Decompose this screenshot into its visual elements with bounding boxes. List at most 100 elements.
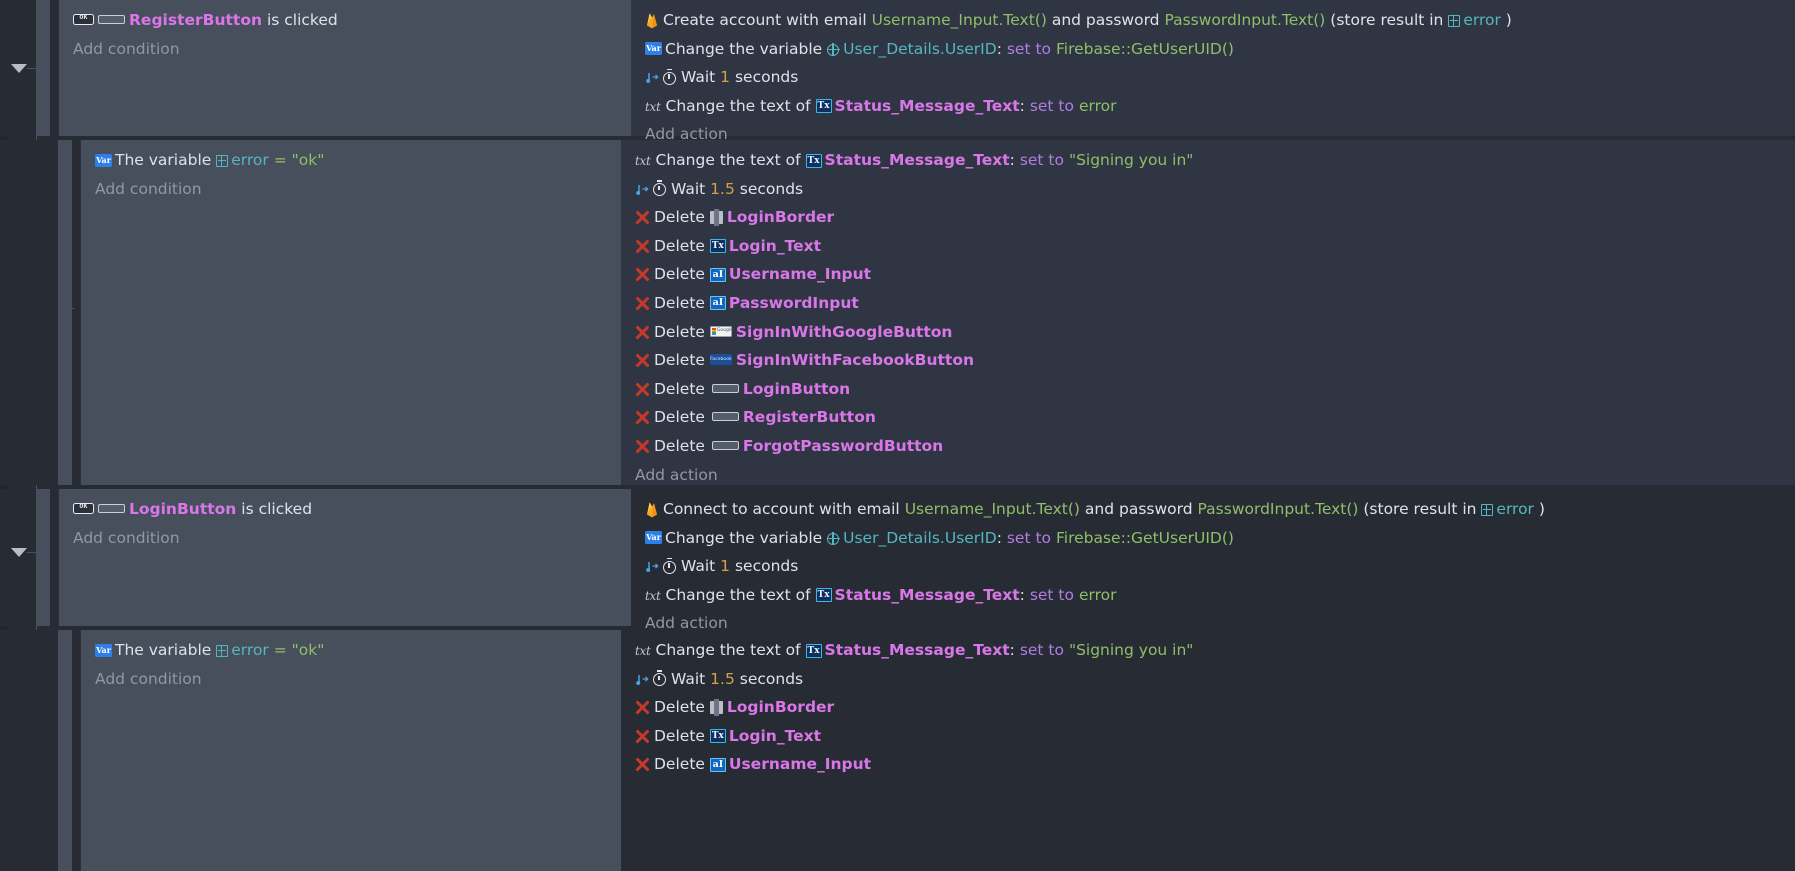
add-action-link[interactable]: Add action bbox=[645, 614, 728, 633]
action-text-part: (store result in bbox=[1363, 500, 1477, 518]
collapse-arrow-icon[interactable] bbox=[11, 64, 27, 73]
delete-icon bbox=[635, 757, 650, 772]
action-row[interactable]: Create account with email Username_Input… bbox=[645, 6, 1795, 35]
action-row[interactable]: Delete LoginBorder bbox=[635, 203, 1795, 232]
variable-icon bbox=[95, 643, 112, 657]
ok-icon bbox=[73, 501, 94, 514]
action-text-part: error bbox=[231, 151, 269, 169]
handle-gap bbox=[72, 630, 80, 871]
action-row[interactable]: Delete Login_Text bbox=[635, 232, 1795, 261]
action-text-part: Status_Message_Text bbox=[824, 151, 1010, 169]
condition-row[interactable]: RegisterButton is clicked bbox=[73, 6, 631, 35]
action-text-part: set to bbox=[1019, 151, 1064, 169]
condition-row[interactable]: The variable error = "ok" bbox=[95, 146, 621, 175]
action-text-part: Change the text of bbox=[655, 151, 801, 169]
subcondition-column: The variable error = "ok" Add condition bbox=[80, 140, 621, 485]
text-action-icon: txt bbox=[645, 99, 661, 114]
action-text-part: Delete bbox=[654, 351, 705, 370]
action-row[interactable]: Change the variable User_Details.UserID:… bbox=[645, 35, 1795, 64]
condition-row[interactable]: The variable error = "ok" bbox=[95, 636, 621, 665]
subevent-indent bbox=[36, 140, 58, 485]
local-variable-icon bbox=[1448, 15, 1461, 27]
action-text-part: Delete bbox=[654, 208, 705, 227]
action-row[interactable]: Delete PasswordInput bbox=[635, 289, 1795, 318]
text-object-icon bbox=[709, 729, 726, 744]
delete-icon bbox=[635, 729, 650, 744]
action-row[interactable]: Wait 1.5 seconds bbox=[635, 175, 1795, 204]
action-text-part: The variable bbox=[115, 151, 212, 169]
variable-icon bbox=[645, 42, 662, 56]
action-row[interactable]: Change the variable User_Details.UserID:… bbox=[645, 524, 1795, 553]
subevent-drag-handle[interactable] bbox=[58, 630, 72, 871]
action-text-part: "Signing you in" bbox=[1068, 151, 1194, 169]
action-row[interactable]: Delete RegisterButton bbox=[635, 403, 1795, 432]
action-text-part: (store result in bbox=[1330, 11, 1444, 29]
subevent-indent bbox=[36, 630, 58, 871]
action-text-part: Delete bbox=[654, 379, 705, 398]
action-row[interactable]: Delete Login_Text bbox=[635, 722, 1795, 751]
action-text-part: set to bbox=[1006, 528, 1052, 547]
text-action-icon: txt bbox=[635, 154, 651, 168]
action-text-part: set to bbox=[1019, 641, 1064, 659]
action-text-part: 1 bbox=[720, 557, 731, 576]
subevent-gutter-cell bbox=[0, 630, 36, 871]
handle-gap bbox=[72, 140, 80, 485]
variable-icon bbox=[645, 531, 662, 545]
action-text-part: LoginBorder bbox=[726, 208, 835, 227]
add-action-link[interactable]: Add action bbox=[645, 125, 728, 144]
action-row[interactable]: txt Change the text of Status_Message_Tex… bbox=[635, 146, 1795, 175]
action-row[interactable]: Delete SignInWithGoogleButton bbox=[635, 318, 1795, 347]
action-text-part: 1.5 bbox=[710, 669, 735, 688]
action-text-part: set to bbox=[1029, 96, 1074, 115]
subevent-drag-handle[interactable] bbox=[58, 140, 72, 485]
event-drag-handle[interactable] bbox=[36, 0, 50, 136]
delete-icon bbox=[635, 239, 650, 254]
action-row[interactable]: Delete Username_Input bbox=[635, 260, 1795, 289]
action-row[interactable]: Delete LoginButton bbox=[635, 375, 1795, 404]
add-condition-link[interactable]: Add condition bbox=[73, 39, 180, 58]
firebase-icon bbox=[645, 501, 659, 518]
action-text-part: Status_Message_Text bbox=[824, 641, 1010, 659]
action-text-part: = bbox=[273, 151, 287, 169]
condition-row[interactable]: LoginButton is clicked bbox=[73, 495, 631, 524]
action-row[interactable]: Delete ForgotPasswordButton bbox=[635, 432, 1795, 461]
handle-gap bbox=[50, 489, 58, 626]
text-object-icon bbox=[815, 99, 832, 114]
action-text-part: "ok" bbox=[291, 151, 325, 169]
action-text-part: set to bbox=[1029, 585, 1074, 604]
button-object-icon bbox=[98, 504, 125, 513]
action-text-part: Username_Input.Text() bbox=[871, 11, 1047, 29]
action-row[interactable]: Delete SignInWithFacebookButton bbox=[635, 346, 1795, 375]
subevent-register-ok: The variable error = "ok" Add condition tx… bbox=[0, 140, 1795, 485]
collapse-arrow-icon[interactable] bbox=[11, 548, 27, 557]
add-condition-link[interactable]: Add condition bbox=[73, 528, 180, 547]
action-row[interactable]: Wait 1 seconds bbox=[645, 552, 1795, 581]
action-text-part: Delete bbox=[654, 293, 705, 312]
action-text-part: Change the variable bbox=[665, 39, 823, 58]
add-condition-link[interactable]: Add condition bbox=[95, 669, 202, 688]
action-row[interactable]: Delete LoginBorder bbox=[635, 693, 1795, 722]
delete-icon bbox=[635, 700, 650, 715]
text-action-icon: txt bbox=[645, 588, 661, 603]
add-condition-link[interactable]: Add condition bbox=[95, 179, 202, 198]
text-object-icon bbox=[805, 643, 822, 658]
add-action-link[interactable]: Add action bbox=[635, 465, 718, 484]
action-row[interactable]: Connect to account with email Username_I… bbox=[645, 495, 1795, 524]
action-row[interactable]: Wait 1.5 seconds bbox=[635, 665, 1795, 694]
delete-icon bbox=[635, 353, 650, 368]
action-text-part: SignInWithFacebookButton bbox=[735, 351, 975, 370]
action-text-part: Delete bbox=[654, 755, 705, 774]
action-row[interactable]: Delete Username_Input bbox=[635, 750, 1795, 779]
google-button-icon bbox=[709, 325, 733, 337]
action-text-part: and password bbox=[1051, 11, 1160, 29]
action-row[interactable]: Wait 1 seconds bbox=[645, 63, 1795, 92]
action-text-part: seconds bbox=[739, 179, 804, 198]
action-text-part: Connect to account with email bbox=[663, 500, 900, 518]
wait-icon bbox=[645, 560, 659, 574]
event-drag-handle[interactable] bbox=[36, 489, 50, 626]
